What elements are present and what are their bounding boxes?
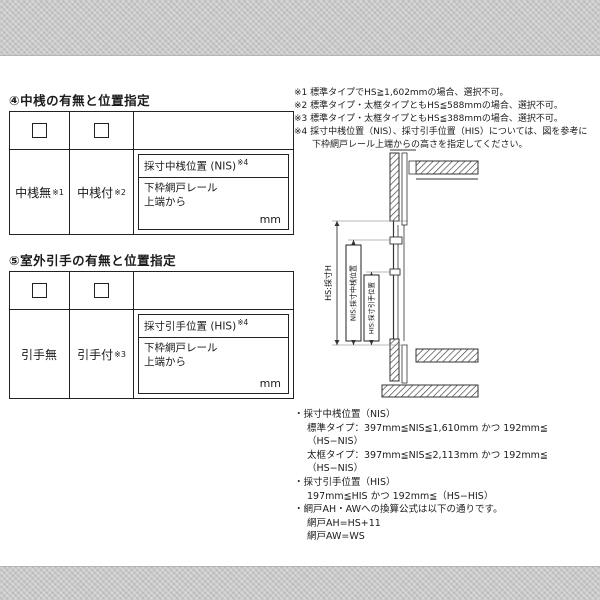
hikite-none-label-cell: 引手無 bbox=[10, 310, 70, 398]
bottom-frame-section bbox=[381, 338, 479, 398]
footnote-4: ※4 採寸中桟位置（NIS）、採寸引手位置（HIS）については、図を参考に下枠網… bbox=[294, 127, 588, 150]
hikite-spec-table: 引手無 引手付※3 採寸引手位置 (HIS)※4 下枠網戸レール 上端から mm bbox=[9, 271, 294, 399]
hikite-none-label: 引手無 bbox=[20, 347, 57, 362]
nakazan-none-checkbox[interactable] bbox=[32, 123, 47, 138]
top-border-texture bbox=[0, 0, 600, 56]
nis-box-body-line2: 上端から bbox=[144, 195, 186, 208]
cross-section-diagram: HS:採寸H NIS:採寸中桟位置 HIS:採寸引手位置 bbox=[324, 149, 479, 398]
nakazan-spec-table: 中桟無※1 中桟付※2 採寸中桟位置 (NIS)※4 下枠網戸レール 上端から … bbox=[9, 111, 294, 235]
nakazan-with-checkbox[interactable] bbox=[94, 123, 109, 138]
nis-box-note: ※4 bbox=[237, 158, 249, 167]
his-box-body: 下枠網戸レール 上端から bbox=[139, 338, 288, 378]
hikite-with-note: ※3 bbox=[114, 349, 126, 359]
section4-title: ④中桟の有無と位置指定 bbox=[9, 93, 151, 108]
nis-unit-label: mm bbox=[259, 213, 281, 226]
hikite-none-checkbox[interactable] bbox=[32, 283, 47, 298]
section5-title: ⑤室外引手の有無と位置指定 bbox=[9, 253, 177, 268]
his-box-title-text: 採寸引手位置 (HIS) bbox=[144, 320, 237, 333]
nakazan-empty-cell bbox=[134, 112, 293, 150]
hikite-empty-cell bbox=[134, 272, 293, 310]
hikite-with-checkbox[interactable] bbox=[94, 283, 109, 298]
hs-dimension: HS:採寸H bbox=[324, 221, 340, 345]
nakazan-with-checkbox-cell bbox=[70, 112, 134, 150]
his-rule-title: ・採寸引手位置（HIS） bbox=[294, 476, 396, 488]
nis-rule-title: ・採寸中桟位置（NIS） bbox=[294, 409, 396, 420]
his-unit-label: mm bbox=[259, 377, 281, 390]
nis-dim-label: NIS:採寸中桟位置 bbox=[349, 265, 358, 321]
screen-rail bbox=[389, 221, 405, 345]
extension-lines bbox=[332, 220, 408, 346]
nis-dimension: NIS:採寸中桟位置 bbox=[345, 240, 362, 345]
his-box-body-line1: 下枠網戸レール bbox=[144, 341, 218, 354]
his-box-note: ※4 bbox=[237, 318, 249, 327]
middle-rail-marker bbox=[389, 236, 403, 245]
footnote-3: ※3 標準タイプ・太框タイプともHS≦388mmの場合、選択不可。 bbox=[294, 114, 563, 124]
nis-box-body: 下枠網戸レール 上端から bbox=[139, 178, 288, 214]
his-box-cell: 採寸引手位置 (HIS)※4 下枠網戸レール 上端から mm bbox=[134, 310, 293, 398]
nakazan-none-label: 中桟無 bbox=[15, 185, 52, 200]
nakazan-with-label-cell: 中桟付※2 bbox=[70, 150, 134, 234]
hs-dim-label: HS:採寸H bbox=[324, 265, 333, 301]
nis-box-title-text: 採寸中桟位置 (NIS) bbox=[144, 160, 237, 173]
hikite-with-label: 引手付 bbox=[77, 347, 114, 362]
his-box-title: 採寸引手位置 (HIS)※4 bbox=[139, 315, 288, 338]
hikite-with-checkbox-cell bbox=[70, 272, 134, 310]
his-input-box: 採寸引手位置 (HIS)※4 下枠網戸レール 上端から mm bbox=[138, 314, 289, 394]
his-box-body-line2: 上端から bbox=[144, 355, 186, 368]
his-rule-range: 197mm≦HIS かつ 192mm≦（HS−HIS） bbox=[307, 490, 494, 502]
conversion-title: ・網戸AH・AWへの換算公式は以下の通りです。 bbox=[294, 504, 503, 516]
measurement-rules: ・採寸中桟位置（NIS） 標準タイプ：397mm≦NIS≦1,610mm かつ … bbox=[294, 408, 596, 544]
handle-marker bbox=[389, 268, 401, 276]
nakazan-none-note: ※1 bbox=[52, 187, 64, 197]
nis-input-box: 採寸中桟位置 (NIS)※4 下枠網戸レール 上端から mm bbox=[138, 154, 289, 230]
nakazan-none-label-cell: 中桟無※1 bbox=[10, 150, 70, 234]
hikite-none-checkbox-cell bbox=[10, 272, 70, 310]
bottom-border-texture bbox=[0, 566, 600, 600]
nis-box-cell: 採寸中桟位置 (NIS)※4 下枠網戸レール 上端から mm bbox=[134, 150, 293, 234]
top-frame-section bbox=[389, 149, 479, 226]
footnotes-top: ※1 標準タイプでHS≧1,602mmの場合、選択不可。 ※2 標準タイプ・太框… bbox=[294, 87, 596, 152]
hikite-with-label-cell: 引手付※3 bbox=[70, 310, 134, 398]
footnote-1: ※1 標準タイプでHS≧1,602mmの場合、選択不可。 bbox=[294, 88, 509, 98]
nakazan-with-note: ※2 bbox=[114, 187, 126, 197]
footnote-2: ※2 標準タイプ・太框タイプともHS≦588mmの場合、選択不可。 bbox=[294, 101, 563, 111]
conversion-ah: 網戸AH=HS+11 bbox=[307, 517, 381, 529]
his-dim-label: HIS:採寸引手位置 bbox=[367, 281, 376, 334]
nis-box-body-line1: 下枠網戸レール bbox=[144, 181, 218, 194]
nis-box-title: 採寸中桟位置 (NIS)※4 bbox=[139, 155, 288, 178]
nis-rule-standard: 標準タイプ：397mm≦NIS≦1,610mm かつ 192mm≦（HS−NIS… bbox=[307, 422, 548, 448]
his-dimension: HIS:採寸引手位置 bbox=[363, 272, 380, 345]
nis-rule-thick: 太框タイプ：397mm≦NIS≦2,113mm かつ 192mm≦（HS−NIS… bbox=[307, 449, 548, 475]
conversion-aw: 網戸AW=WS bbox=[307, 531, 365, 543]
nakazan-none-checkbox-cell bbox=[10, 112, 70, 150]
nakazan-with-label: 中桟付 bbox=[77, 185, 114, 200]
